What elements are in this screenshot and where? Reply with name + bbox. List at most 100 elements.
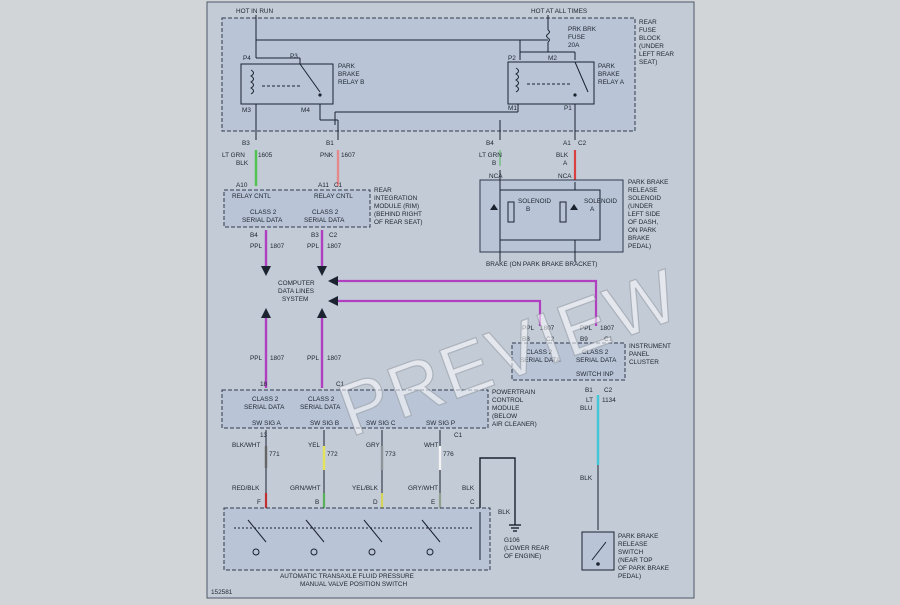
wire-label: BLU xyxy=(580,405,593,412)
fuse-block-label-line: SEAT) xyxy=(639,59,657,66)
ipc-bottom-pin: B1 xyxy=(585,387,593,394)
connector-pin: F xyxy=(257,499,261,506)
valve-switch-label: AUTOMATIC TRANSAXLE FLUID PRESSURE MANUA… xyxy=(280,573,414,588)
arrow-left xyxy=(328,296,338,306)
relay-b-box xyxy=(240,63,334,105)
ground-label-line: OF ENGINE) xyxy=(504,553,541,560)
wire-label: 1807 xyxy=(270,355,285,362)
lower-wire-color: YEL/BLK xyxy=(352,485,379,492)
rim-pin: A11 xyxy=(318,182,329,189)
release-switch-label-line: RELEASE xyxy=(618,541,647,548)
relay-a-pin: P1 xyxy=(564,105,572,112)
ipc-label-line: CLUSTER xyxy=(629,359,659,366)
connector-pin: B xyxy=(315,499,319,506)
park-brake-relay-a: P2 M2 M1 P1 PARK BRAKE RELAY A xyxy=(507,55,625,112)
fuse-label-line: PRK BRK xyxy=(568,26,597,33)
rim-bottom-pin: C2 xyxy=(329,232,338,239)
pcm-switch-signal: SW SIG A xyxy=(252,420,282,427)
wire-label: LT GRN xyxy=(222,152,245,159)
pcm-pin: C1 xyxy=(336,381,345,388)
solenoid-label-line: PEDAL) xyxy=(628,243,651,250)
fuse-block-label-line: REAR xyxy=(639,19,657,26)
circuit-color: YEL xyxy=(308,442,321,449)
circuit-number: 776 xyxy=(443,451,454,458)
ipc-class2: SERIAL DATA xyxy=(520,357,561,364)
rim-pin: C1 xyxy=(334,182,343,189)
rim-label-line: MODULE (RIM) xyxy=(374,203,419,210)
ipc-pin: C2 xyxy=(546,336,555,343)
solenoid-label-line: RELEASE xyxy=(628,187,657,194)
ipc-bottom-pin: C2 xyxy=(604,387,613,394)
wire-label: LT xyxy=(586,397,593,404)
pcm-class2: CLASS 2 xyxy=(308,396,335,403)
wire-blk-ground xyxy=(479,457,516,525)
rim-relay-cntl: RELAY CNTL xyxy=(232,193,271,200)
relay-a-terminal xyxy=(573,93,577,97)
ground-circuit xyxy=(479,457,521,532)
pcm-box xyxy=(221,389,489,429)
rim-label: REAR INTEGRATION MODULE (RIM) (BEHIND RI… xyxy=(374,187,423,226)
relay-a-label: BRAKE xyxy=(598,71,620,78)
wire-label: PPL xyxy=(522,325,535,332)
fuse-label-line: FUSE xyxy=(568,34,585,41)
wire-label: BLK xyxy=(236,160,249,167)
diode-symbol xyxy=(490,204,498,210)
wire-label: 1807 xyxy=(327,355,342,362)
fuse-pin-label: B3 xyxy=(242,140,250,147)
cdls-label-line: COMPUTER xyxy=(278,280,315,287)
wire-label: A xyxy=(563,160,568,167)
switch-contact xyxy=(363,519,383,543)
valve-switch-label-line: MANUAL VALVE POSITION SWITCH xyxy=(300,581,408,588)
solenoid-a-label: SOLENOID xyxy=(584,198,617,205)
pcm-label-line: AIR CLEANER) xyxy=(492,421,537,428)
wire-ppl xyxy=(338,299,542,326)
fuse-block-label-line: (UNDER xyxy=(639,43,664,50)
pcm-label-line: MODULE xyxy=(492,405,519,412)
relay-a-pin: P2 xyxy=(508,55,516,62)
solenoid-box xyxy=(479,179,624,253)
relay-a-label: RELAY A xyxy=(598,79,625,86)
ipc-data-lines xyxy=(338,279,598,326)
relay-a-pin: M1 xyxy=(508,105,517,112)
wire-label: PPL xyxy=(307,243,320,250)
ipc-class2: CLASS 2 xyxy=(526,349,553,356)
pcm-class2: SERIAL DATA xyxy=(244,404,285,411)
wire-label: 1605 xyxy=(258,152,273,159)
bracket-label: BRAKE (ON PARK BRAKE BRACKET) xyxy=(486,261,597,268)
release-switch-label-line: (NEAR TOP xyxy=(618,557,653,564)
rim-relay-cntl: RELAY CNTL xyxy=(314,193,353,200)
circuit-number: 772 xyxy=(327,451,338,458)
cdls-label-line: DATA LINES xyxy=(278,288,314,295)
rim-label-line: OF REAR SEAT) xyxy=(374,219,423,226)
circuit-color: BLK/WHT xyxy=(232,442,261,449)
release-switch-contact xyxy=(591,541,607,561)
pcm-pin: 18 xyxy=(260,381,268,388)
circuit-number: 773 xyxy=(385,451,396,458)
solenoid-b-label: B xyxy=(526,206,530,213)
hot-rails xyxy=(255,15,576,64)
wire-label: LT GRN xyxy=(479,152,502,159)
relay-b-pin: M3 xyxy=(242,107,251,114)
solenoid-coil-a xyxy=(559,201,567,223)
arrow-left xyxy=(328,276,338,286)
wire-label: 1807 xyxy=(540,325,555,332)
wire-label: PPL xyxy=(250,243,263,250)
relay-b-pin: P4 xyxy=(243,55,251,62)
rim-label-line: INTEGRATION xyxy=(374,195,418,202)
diagram-id: 152581 xyxy=(211,589,233,596)
switch-contact xyxy=(305,519,325,543)
wire-label: BLK xyxy=(580,475,593,482)
switch-terminal xyxy=(310,548,318,556)
release-switch-terminal xyxy=(596,562,600,566)
pcm-label-line: (BELOW xyxy=(492,413,518,420)
relay-a-contact xyxy=(574,61,589,93)
fuse-pin-label: C2 xyxy=(578,140,587,147)
hot-in-run-label: HOT IN RUN xyxy=(236,8,274,15)
fuse-label-line: 20A xyxy=(568,42,580,49)
fuse-pin-label: B1 xyxy=(326,140,334,147)
fuse-pin-label: B4 xyxy=(486,140,494,147)
solenoid-inner xyxy=(499,189,601,241)
solenoid-label-line: LEFT SIDE xyxy=(628,211,660,218)
solenoid-b-label: SOLENOID xyxy=(518,198,551,205)
